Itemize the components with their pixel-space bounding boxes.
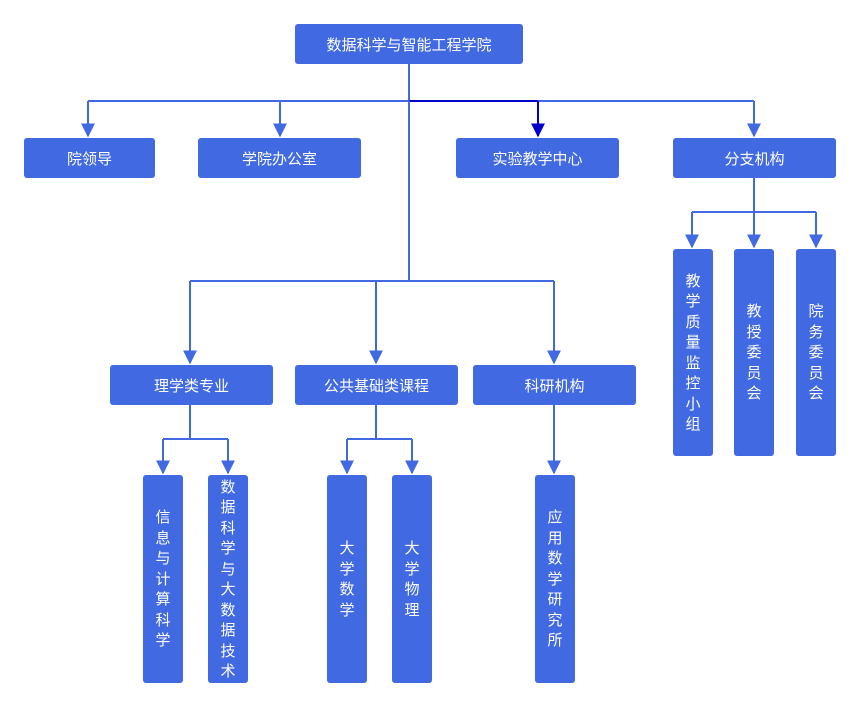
node-branch-organizations[interactable]: 分支机构 [673,138,836,178]
node-science-majors[interactable]: 理学类专业 [110,365,273,405]
node-applied-math-institute[interactable]: 应用数学研究所 [535,475,575,683]
node-college-office[interactable]: 学院办公室 [198,138,361,178]
node-college-affairs-committee[interactable]: 院务委员会 [796,249,836,456]
root-node[interactable]: 数据科学与智能工程学院 [295,24,523,64]
node-professor-committee[interactable]: 教授委员会 [734,249,774,456]
node-college-physics[interactable]: 大学物理 [392,475,432,683]
node-teaching-quality-group[interactable]: 教学质量监控小组 [673,249,713,456]
node-public-basic-courses[interactable]: 公共基础类课程 [295,365,458,405]
node-leadership[interactable]: 院领导 [24,138,155,178]
node-info-computing-science[interactable]: 信息与计算科学 [143,475,183,683]
node-research-institutions[interactable]: 科研机构 [473,365,636,405]
node-data-science-big-data[interactable]: 数据科学与大数据技术 [208,475,248,683]
node-lab-teaching-center[interactable]: 实验教学中心 [456,138,619,178]
node-college-math[interactable]: 大学数学 [327,475,367,683]
